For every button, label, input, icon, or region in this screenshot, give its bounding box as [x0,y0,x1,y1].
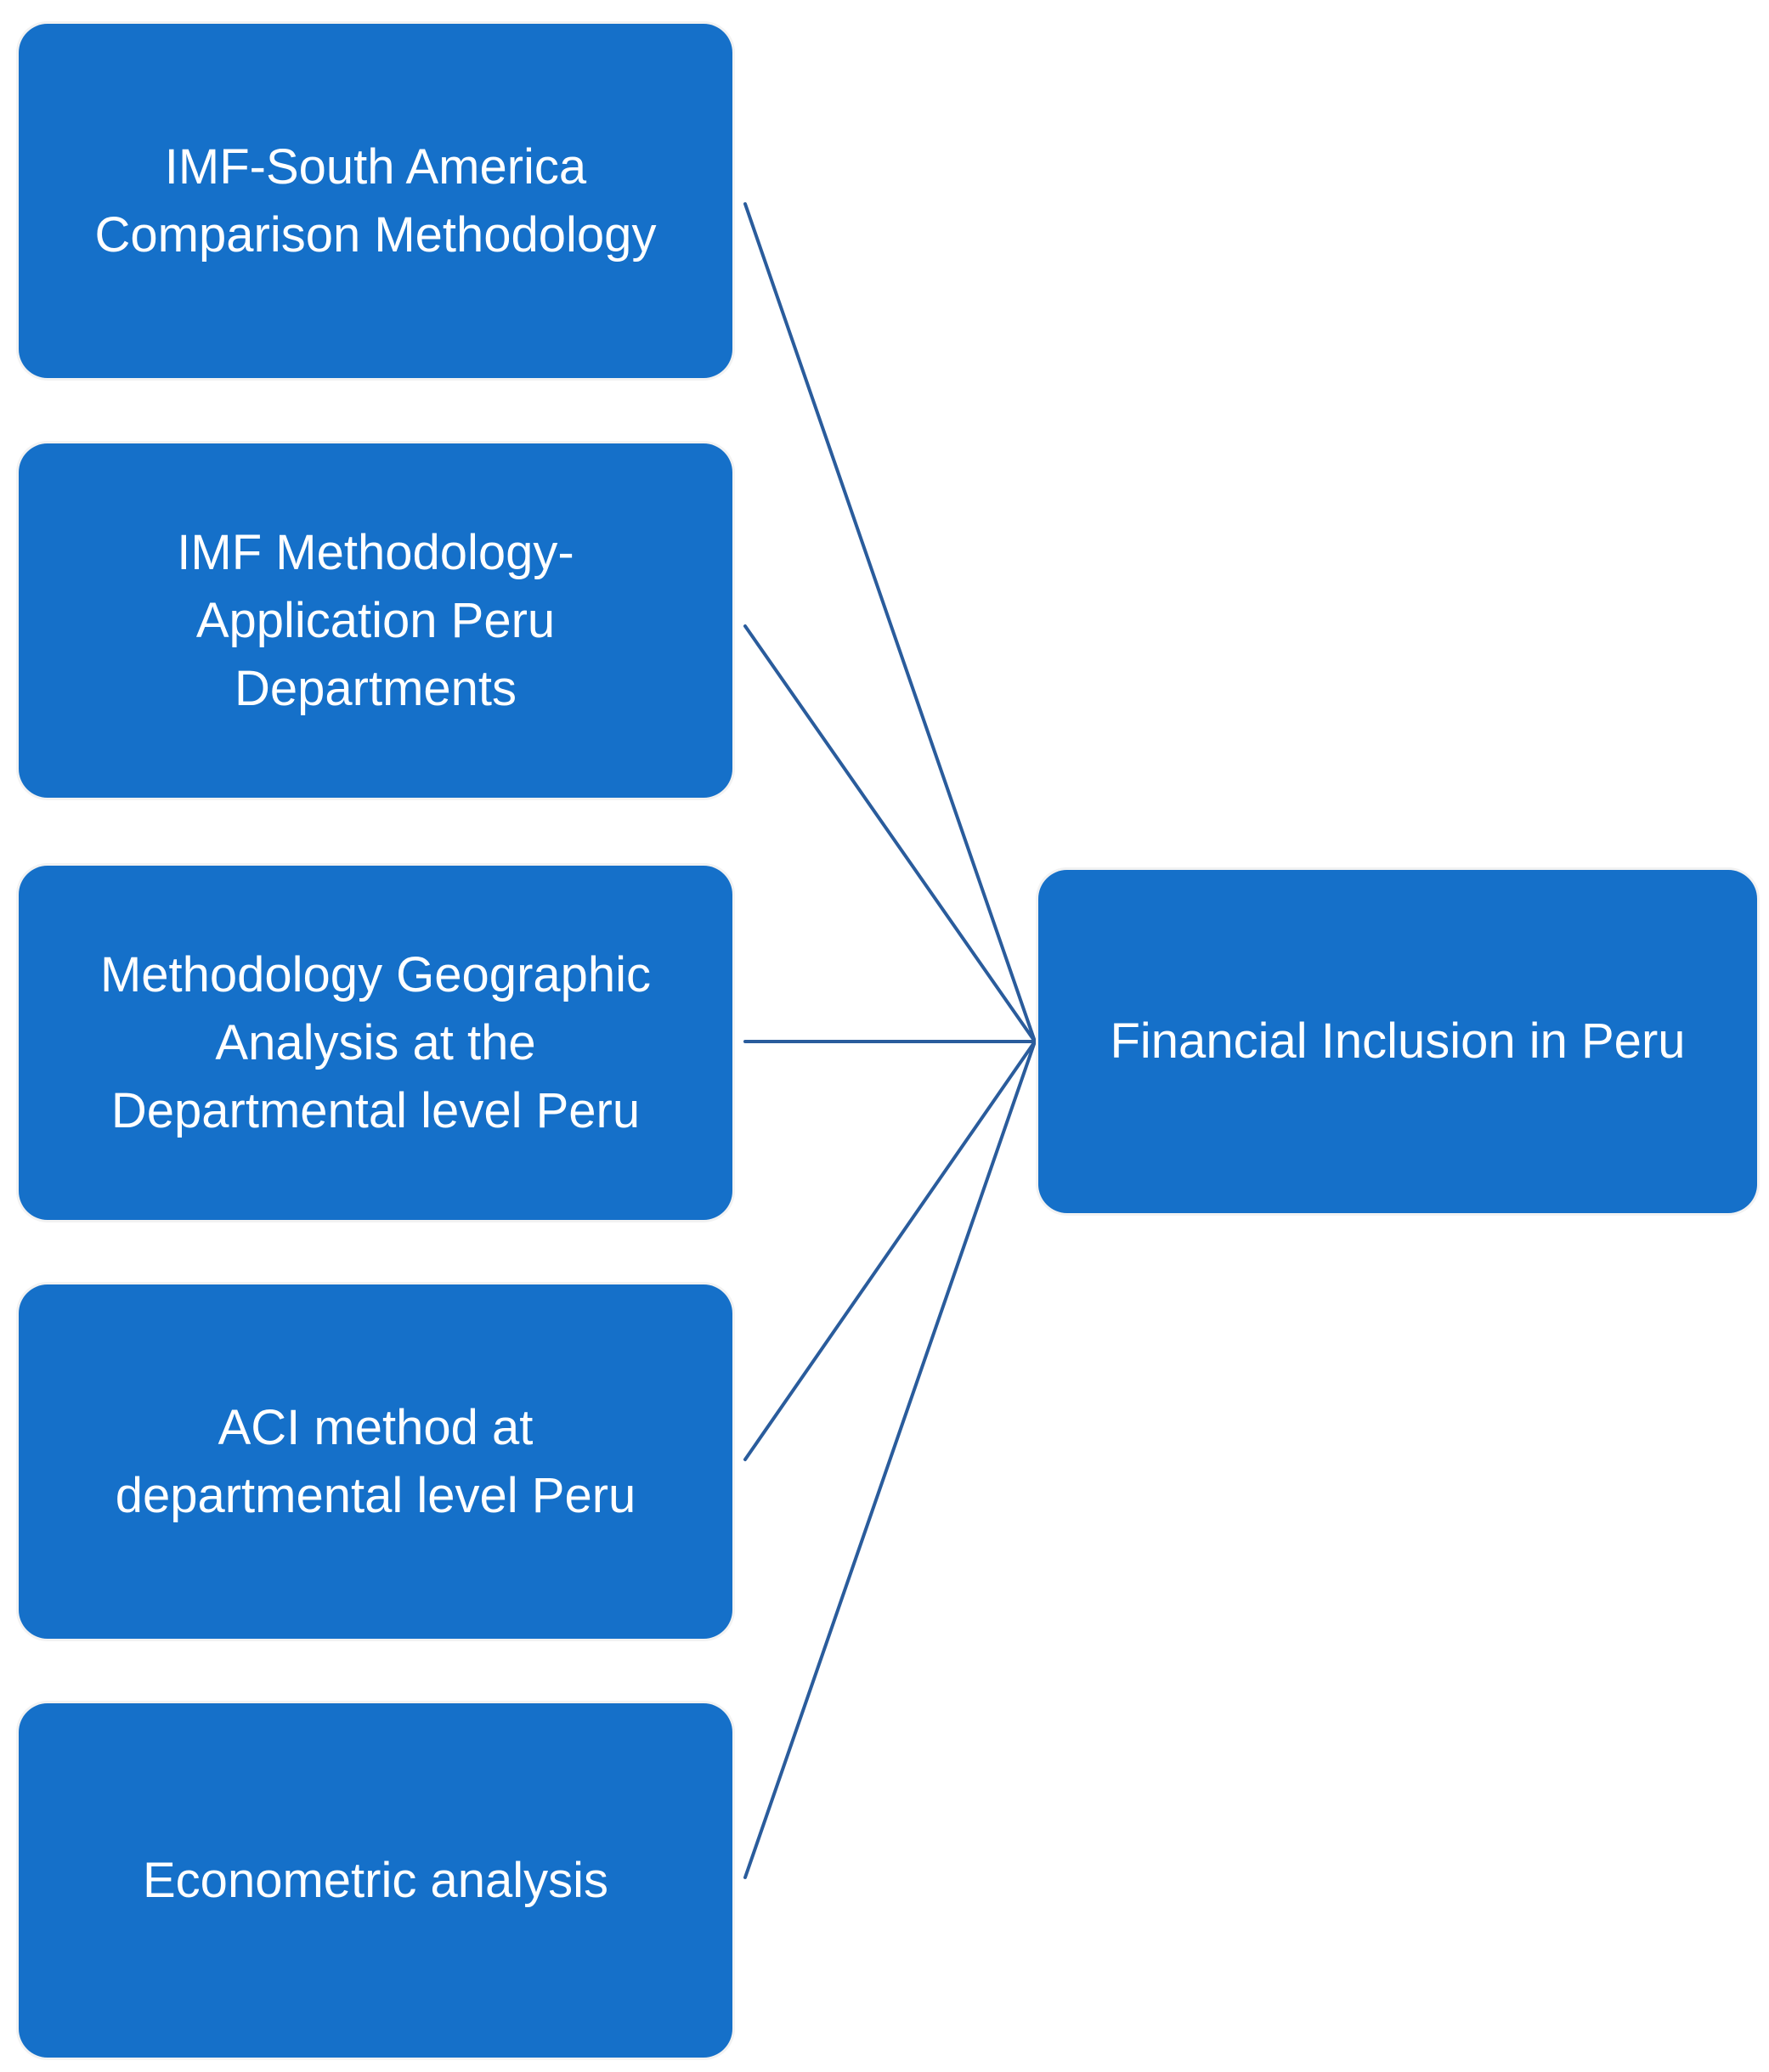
connector-line-4 [743,1040,1037,1461]
source-box-geographic-analysis: Methodology Geographic Analysis at the D… [19,866,732,1220]
connector-line-5 [743,1040,1037,1879]
source-box-econometric-analysis: Econometric analysis [19,1703,732,2058]
source-box-label: ACI method at departmental level Peru [115,1399,636,1523]
source-box-aci-method: ACI method at departmental level Peru [19,1284,732,1639]
source-box-imf-south-america: IMF-South America Comparison Methodology [19,24,732,378]
connector-line-1 [743,202,1037,1043]
target-box-label: Financial Inclusion in Peru [1110,1013,1686,1069]
connector-line-2 [743,624,1037,1043]
source-box-label: Methodology Geographic Analysis at the D… [99,946,652,1138]
source-box-label: Econometric analysis [143,1852,608,1908]
source-box-label: IMF Methodology- Application Peru Depart… [177,524,574,716]
source-box-label: IMF-South America Comparison Methodology [94,138,657,263]
target-box-financial-inclusion: Financial Inclusion in Peru [1038,870,1757,1213]
source-box-imf-methodology-peru: IMF Methodology- Application Peru Depart… [19,443,732,798]
